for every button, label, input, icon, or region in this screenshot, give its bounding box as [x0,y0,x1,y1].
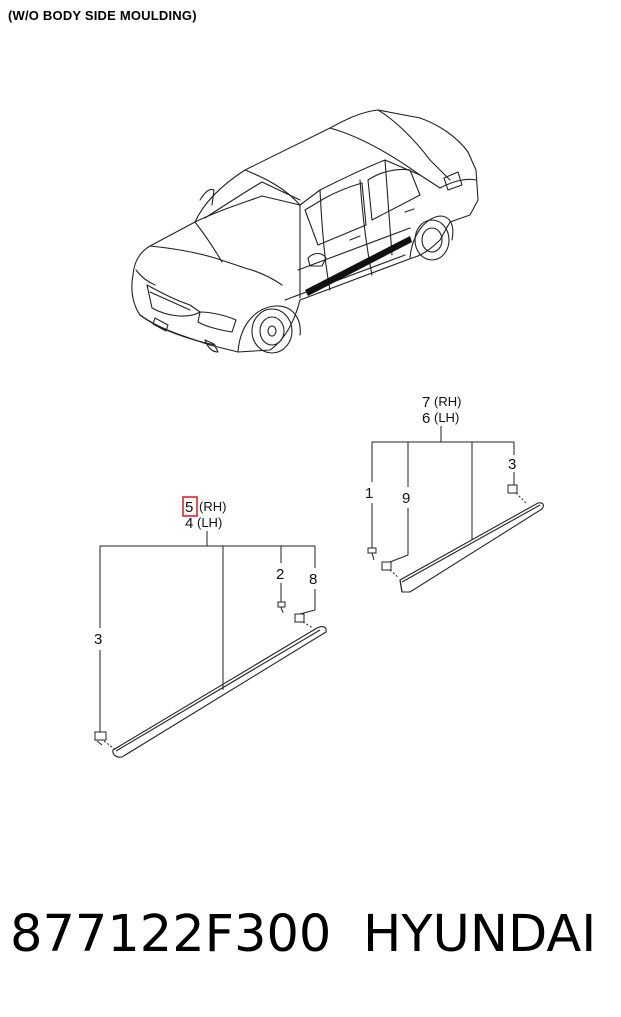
rear-screw [367,547,377,561]
footer: 877122F300 HYUNDAI [10,905,610,975]
front-group-leader-lines [99,531,316,732]
front-lh-suffix: (LH) [197,515,222,530]
highlight-box [182,496,198,517]
rear-lh-number: 6 [422,410,430,427]
front-clip-top [294,613,314,629]
front-door-moulding [112,626,327,758]
front-callout-clip-top: 8 [309,571,317,588]
front-screw [277,601,286,614]
part-number: 877122F300 [10,905,332,964]
rear-rh-number: 7 [422,394,430,411]
rear-callout-clip: 9 [402,490,410,507]
front-lh-number: 4 [185,515,193,532]
rear-clip-top [507,484,527,504]
rear-lh-suffix: (LH) [434,410,459,425]
rear-door-moulding [399,502,544,593]
diagram-title: (W/O BODY SIDE MOULDING) [8,8,197,23]
rear-rh-suffix: (RH) [434,394,461,409]
rear-group-leader-lines [371,426,515,563]
rear-callout-screw: 1 [365,485,373,502]
rear-callout-clip-top: 3 [508,456,516,473]
front-rh-suffix: (RH) [199,499,226,514]
brand-name: HYUNDAI [363,905,597,964]
front-rh-number: 5 [185,499,193,516]
car-illustration [131,109,479,354]
car-door-moulding [305,236,412,296]
front-callout-clip: 3 [94,631,102,648]
rear-clip-bottom [381,561,400,579]
front-clip-bottom [94,731,117,751]
front-callout-screw: 2 [276,566,284,583]
